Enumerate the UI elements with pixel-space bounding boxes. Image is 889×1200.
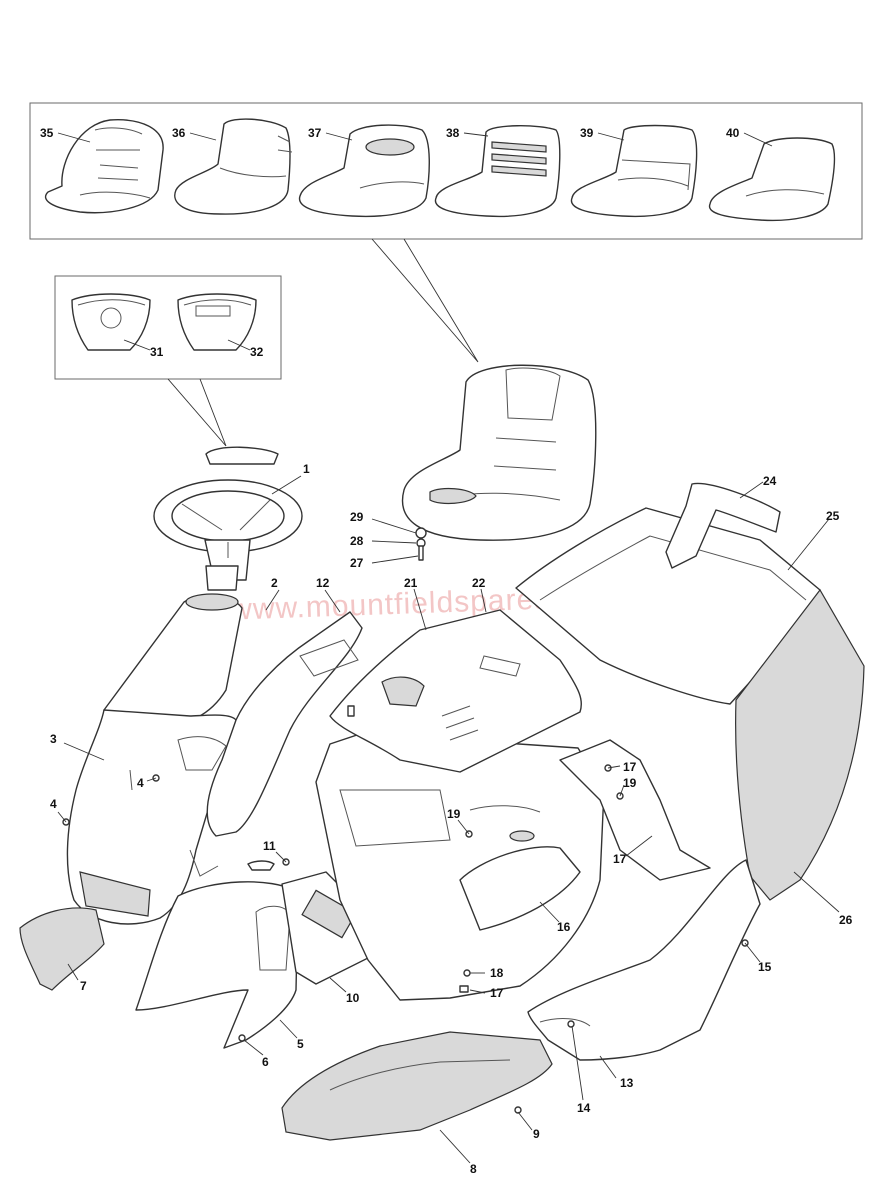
leader-lines	[57, 132, 840, 1164]
collector-handle	[665, 482, 781, 569]
label-35: 35	[40, 126, 54, 140]
label-21: 21	[404, 576, 418, 590]
label-10: 10	[346, 991, 360, 1005]
seat-option-35	[44, 119, 164, 214]
label-4b: 4	[50, 797, 57, 811]
front-bumper	[19, 907, 105, 991]
grass-collector-body	[735, 588, 865, 901]
label-27: 27	[350, 556, 364, 570]
right-side-panel	[559, 739, 711, 881]
label-22: 22	[472, 576, 486, 590]
main-seat	[401, 364, 597, 541]
label-17b: 17	[613, 852, 627, 866]
label-5: 5	[297, 1037, 304, 1051]
wheel-cover-32	[177, 293, 257, 351]
label-11: 11	[263, 839, 276, 853]
seat-option-37	[298, 124, 430, 218]
label-2: 2	[271, 576, 278, 590]
label-14: 14	[577, 1101, 591, 1115]
label-25: 25	[826, 509, 840, 523]
seat-option-36	[174, 118, 293, 215]
label-29: 29	[350, 510, 364, 524]
label-39: 39	[580, 126, 594, 140]
label-6: 6	[262, 1055, 269, 1069]
label-16: 16	[557, 920, 571, 934]
left-rear-fender-panel	[206, 611, 363, 837]
hardware-items	[62, 527, 749, 1114]
label-31: 31	[150, 345, 164, 359]
left-footwell-panel	[135, 849, 299, 1049]
seat-option-39	[570, 124, 698, 218]
label-26: 26	[839, 913, 853, 927]
right-rear-fender	[527, 859, 761, 1061]
floor-mat	[281, 1031, 553, 1141]
label-8: 8	[470, 1162, 477, 1176]
label-17a: 17	[623, 760, 637, 774]
part-labels: 1 2 3 4 4 5 6 7 8 9 10 11 12 13 14 15 16…	[40, 126, 853, 1176]
label-28: 28	[350, 534, 364, 548]
steering-column-cover	[103, 593, 243, 732]
rear-body-frame	[315, 723, 605, 1001]
seat-option-38	[434, 125, 561, 218]
label-18: 18	[490, 966, 504, 980]
label-17c: 17	[490, 986, 504, 1000]
seat-option-40	[708, 137, 836, 222]
label-19b: 19	[623, 776, 637, 790]
label-24: 24	[763, 474, 777, 488]
wheel-cover	[205, 446, 279, 465]
label-40: 40	[726, 126, 740, 140]
label-3: 3	[50, 732, 57, 746]
wheel-cover-31	[71, 293, 151, 351]
label-12: 12	[316, 576, 330, 590]
wheel-cover-inset	[54, 275, 282, 380]
label-36: 36	[172, 126, 186, 140]
label-4a: 4	[137, 776, 144, 790]
top-deck-panel	[329, 609, 583, 773]
label-19a: 19	[447, 807, 461, 821]
seat-options-inset	[29, 102, 863, 240]
front-hood	[66, 709, 237, 925]
label-9: 9	[533, 1127, 540, 1141]
label-38: 38	[446, 126, 460, 140]
label-15: 15	[758, 960, 772, 974]
steering-wheel	[153, 479, 303, 591]
label-1: 1	[303, 462, 310, 476]
label-7: 7	[80, 979, 87, 993]
label-32: 32	[250, 345, 264, 359]
label-37: 37	[308, 126, 322, 140]
label-13: 13	[620, 1076, 634, 1090]
